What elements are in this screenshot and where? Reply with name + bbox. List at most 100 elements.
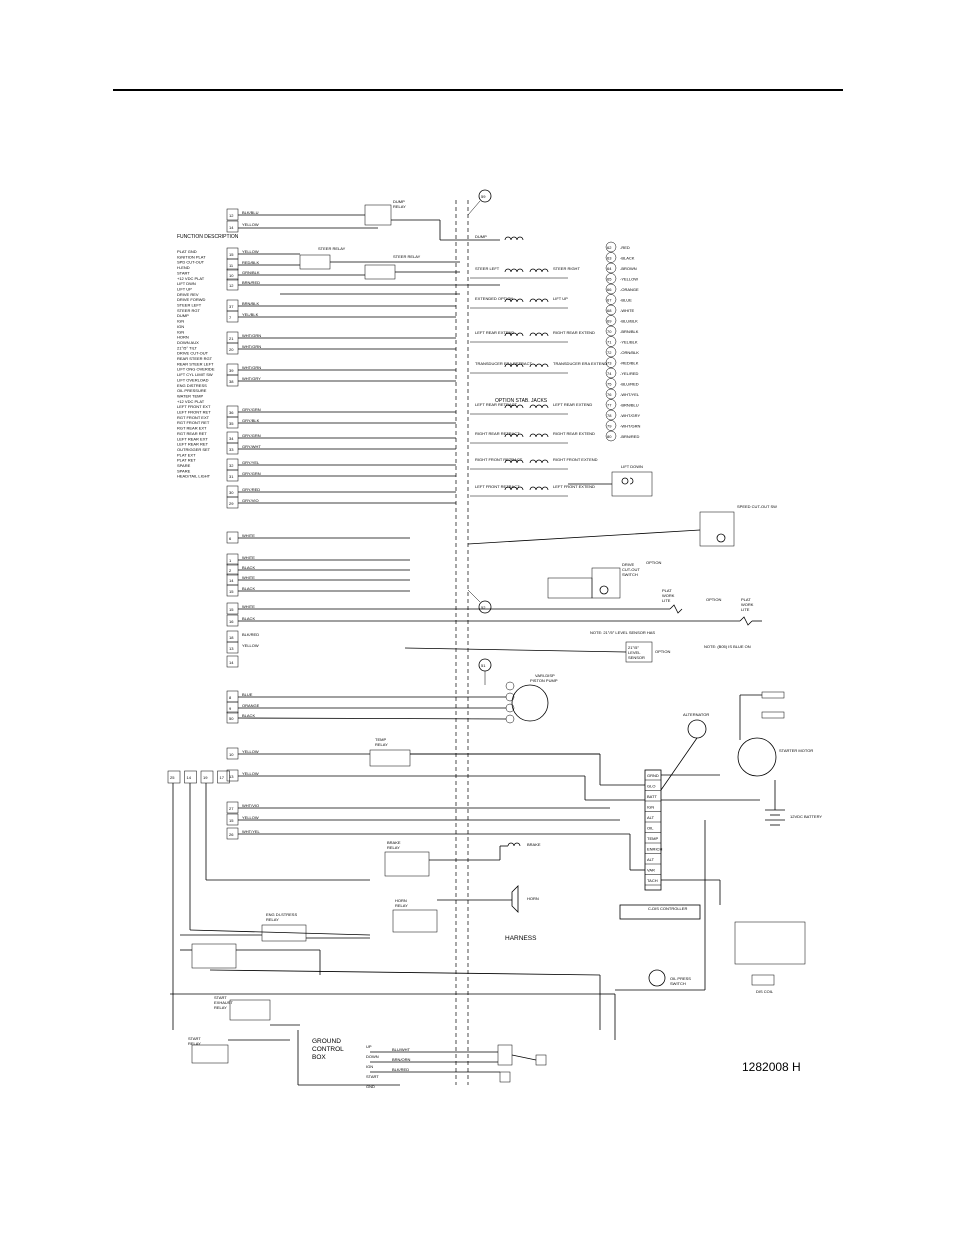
function-item: IGN (177, 329, 184, 334)
wire-label: YELLOW (242, 771, 259, 776)
wire-label: BRN/RED (242, 280, 260, 285)
starter-label: STARTER MOTOR (779, 748, 813, 753)
function-item: LEFT REAR EXT (177, 436, 208, 441)
code-number: 80 (607, 434, 612, 439)
wire-label: WHT/GRN (242, 365, 261, 370)
solenoid-coil (529, 268, 549, 273)
valve-label-left: LEFT REAR EXTEND (475, 330, 514, 335)
engine-terminal: VAR (647, 868, 655, 873)
terminal-box (226, 769, 239, 782)
steer-relay-label-right: STEER RELAY (393, 254, 421, 259)
terminal-number: 20 (229, 347, 234, 352)
left-box (184, 770, 197, 784)
wire-label: BLACK (242, 713, 255, 718)
engine-terminal: ALT (647, 815, 655, 820)
function-item: PLAT GND (177, 249, 197, 254)
terminal-number: 10 (229, 752, 234, 757)
valve-label-right: RIGHT REAR EXTEND (553, 431, 595, 436)
gcb-wire-label: BLU/WHT (392, 1047, 411, 1052)
terminal-number: 32 (229, 463, 234, 468)
terminal-box (226, 641, 239, 654)
note-leads: NOTE: (B05) IS BLUE ON (704, 644, 751, 649)
brake-relay-label-2: RELAY (387, 845, 400, 850)
wire-label: BLACK (242, 616, 255, 621)
terminal-number: 16 (229, 619, 234, 624)
wire-label: GRY/YEL (242, 460, 260, 465)
code-number: 75 (607, 382, 612, 387)
terminal-number: 14 (229, 578, 234, 583)
terminal-number: 29 (229, 501, 234, 506)
terminal-box (226, 614, 239, 627)
cdi-label: C-DIS CONTROLLER (648, 906, 687, 911)
valve-label-right: LEFT REAR EXTEND (553, 402, 592, 407)
engine-terminal: GLO (647, 784, 655, 789)
steer-relay: STEER RELAY STEER RELAY (238, 246, 500, 295)
solenoid-coil (504, 459, 524, 464)
code-circle (605, 399, 617, 410)
note-level: NOTE: 21°/5° LEVEL SENSOR HAS (590, 630, 655, 635)
terminal-number: 26 (229, 832, 234, 837)
start-exhaust-label-3: RELAY (214, 1005, 227, 1010)
level-sensor-label-2: LEVEL (628, 650, 641, 655)
code-color: -ORN/BLK (620, 350, 639, 355)
code-color: -BRN/BLK (620, 329, 639, 334)
function-item: RGT REAR RET (177, 431, 207, 436)
wire-label: GRN/BLK (242, 270, 260, 275)
function-item: +12 VDC PLAT (177, 276, 205, 281)
plat-lite-label-3: LITE (662, 598, 671, 603)
code-color: -WHITE (620, 308, 635, 313)
start-exhaust-relay: START EXHAUST RELAY (214, 995, 300, 1026)
terminal-column-top: 12BLK/BLU14YELLOW15YELLOW11RED/BLK10GRN/… (226, 208, 456, 509)
function-item: LIFT ONG OVERIDE (177, 367, 215, 372)
callout-59: 59 (467, 189, 492, 216)
function-item: PLAT EXT (177, 452, 196, 457)
terminal-number: 14 (229, 660, 234, 665)
engine-terminal: BATT (647, 794, 657, 799)
eng-distress-label: ENG DI-STRESS (266, 912, 297, 917)
terminal-number: 9 (229, 706, 232, 711)
function-item: RGT REAR EXT (177, 426, 207, 431)
code-color: -YEL/RED (620, 371, 639, 376)
terminal-box (226, 496, 239, 509)
valve-label-right: LIFT UP (553, 296, 568, 301)
function-item: H-END (177, 265, 190, 270)
code-number: 70 (607, 329, 612, 334)
code-circle (605, 273, 617, 284)
terminal-box (226, 268, 239, 281)
start-relay-label-2: RELAY (188, 1041, 201, 1046)
speed-cutout-switch: SPEED CUT-OUT SW (467, 504, 777, 547)
callout-59-label: 59 (481, 194, 486, 199)
code-circle (605, 283, 617, 295)
function-item: LEFT FRONT RET (177, 410, 211, 415)
terminal-box (226, 747, 239, 760)
terminal-box (226, 711, 239, 724)
wire-label: WHT/GRN (242, 333, 261, 338)
terminal-number: 13 (229, 774, 234, 779)
wire-label: WHT/GRY (242, 376, 261, 381)
wire-label: GRY/VIO (242, 498, 259, 503)
code-circle (605, 252, 617, 263)
wire-label: YELLOW (242, 249, 259, 254)
function-header: FUNCTION DESCRIPTION (177, 234, 239, 240)
function-item: DRIVE REV (177, 292, 199, 297)
terminal-column-mid: 6WHITE1WHITE2BLACK14WHITE15BLACK15WHITE1… (226, 531, 410, 840)
wire-label: WHITE (242, 555, 255, 560)
oil-press-label-2: SWITCH (670, 981, 686, 986)
code-color: -BROWN (620, 266, 637, 271)
wire-label: GRY/BLK (242, 418, 260, 423)
function-item: DRIVE FORWD (177, 297, 205, 302)
left-relay (170, 943, 601, 995)
terminal-number: 1 (229, 558, 232, 563)
wire-label: WHITE (242, 604, 255, 609)
plat-option: OPTION (706, 597, 721, 602)
function-item: START (177, 270, 190, 275)
terminal-number: 12 (229, 213, 234, 218)
code-number: 65 (607, 277, 612, 282)
terminal-number: 21 (229, 336, 234, 341)
horn-relay-label: HORN (395, 898, 407, 903)
terminal-number: 39 (229, 368, 234, 373)
code-circle (605, 430, 617, 442)
eng-distress-label-2: RELAY (266, 917, 279, 922)
callout-51-label: 51 (481, 663, 486, 668)
drive-cutout-label: DRIVE (622, 562, 635, 567)
